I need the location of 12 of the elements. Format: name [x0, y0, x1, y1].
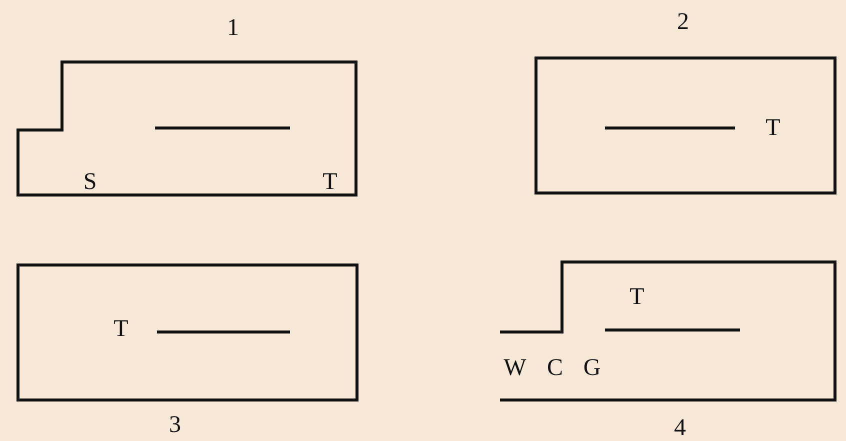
letter-label: G — [583, 356, 601, 380]
figure-number: 1 — [227, 16, 239, 40]
letter-label: T — [630, 285, 644, 309]
letter-label: C — [547, 356, 563, 380]
figure-number: 2 — [677, 10, 689, 34]
letter-label: S — [83, 170, 97, 194]
letter-label: T — [322, 170, 338, 194]
figure-number: 3 — [169, 413, 181, 437]
letter-label: W — [504, 356, 526, 380]
letter-label: T — [766, 116, 780, 140]
figure-number: 4 — [674, 416, 686, 440]
letter-label: T — [114, 317, 128, 341]
